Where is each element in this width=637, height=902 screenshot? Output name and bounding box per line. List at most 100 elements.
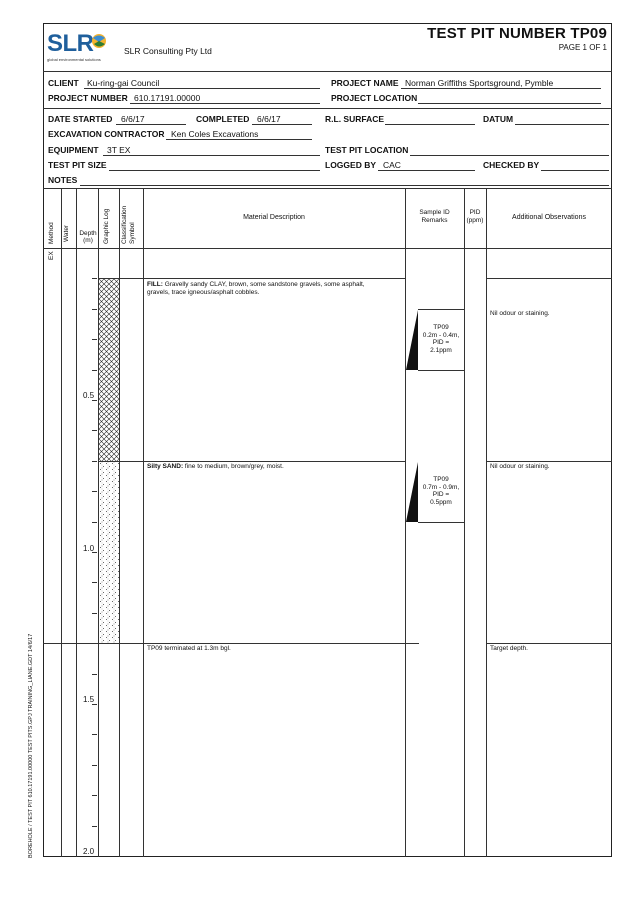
col-line	[98, 188, 99, 857]
page-number: PAGE 1 OF 1	[558, 43, 607, 52]
underline	[515, 124, 609, 125]
depth-tick	[92, 795, 97, 797]
col-header-material: Material Description	[243, 214, 305, 221]
sample-tp09-a: TP09 0.2m - 0.4m, PID = 2.1ppm	[418, 324, 464, 354]
logo-text: SLR	[47, 30, 94, 57]
depth-tick	[92, 308, 97, 310]
depth-label: 1.5	[83, 695, 95, 704]
sample-header-line1: Sample ID	[419, 209, 450, 216]
col-line	[464, 188, 465, 857]
depth-tick	[92, 612, 97, 614]
depth-tick	[92, 521, 97, 523]
project-number-label: PROJECT NUMBER	[48, 93, 128, 103]
depth-tick	[92, 491, 97, 493]
col-header-depth: Depth (m)	[78, 230, 98, 244]
depth-tick	[92, 673, 97, 675]
depth-label: 0.5	[83, 391, 95, 400]
completed-value: 6/6/17	[257, 114, 281, 124]
equipment-label: EQUIPMENT	[48, 145, 99, 155]
row-line	[98, 278, 143, 279]
sample-range: 0.2m - 0.4m,	[422, 331, 460, 339]
pid-header-line1: PID	[469, 209, 481, 216]
depth-tick	[92, 704, 97, 705]
underline	[80, 185, 609, 186]
contractor-label: EXCAVATION CONTRACTOR	[48, 129, 165, 139]
layer-type: Silty SAND:	[147, 463, 184, 470]
page-title: TEST PIT NUMBER TP09	[427, 25, 607, 42]
observation-sand: Nil odour or staining.	[490, 463, 550, 470]
client-label: CLIENT	[48, 78, 79, 88]
sample-marker-icon	[406, 462, 418, 522]
test-pit-size-label: TEST PIT SIZE	[48, 160, 107, 170]
project-name-label: PROJECT NAME	[331, 78, 399, 88]
underline	[166, 139, 312, 140]
col-line	[119, 188, 120, 857]
col-header-water: Water	[63, 224, 70, 242]
depth-tick	[92, 400, 97, 401]
underline	[103, 155, 320, 156]
sample-header-line2: Remarks	[421, 217, 448, 224]
layer-text: TP09 terminated at 1.3m bgl.	[147, 645, 231, 652]
underline	[418, 103, 601, 104]
sample-pid: 2.1ppm	[430, 346, 452, 354]
layer-text: Gravelly sandy CLAY, brown, some sandsto…	[162, 281, 365, 288]
sample-pid: 0.5ppm	[430, 498, 452, 506]
company-logo: SLR	[47, 30, 94, 58]
logo-tagline: global environmental solutions	[47, 57, 101, 62]
col-line	[143, 188, 144, 857]
company-name: SLR Consulting Pty Ltd	[124, 46, 212, 56]
depth-label: 2.0	[83, 847, 95, 856]
sample-id: TP09	[433, 324, 449, 331]
sample-box-line	[418, 522, 464, 523]
depth-tick	[92, 552, 97, 553]
underline	[378, 170, 475, 171]
layer-description-fill: FILL: Gravelly sandy CLAY, brown, some s…	[147, 281, 402, 296]
col-header-observations: Additional Observations	[512, 214, 586, 221]
layer-text: fine to medium, brown/grey, moist.	[183, 463, 284, 470]
col-header-sample: Sample ID Remarks	[405, 209, 464, 225]
depth-tick	[92, 369, 97, 371]
layer-boundary	[486, 643, 612, 644]
equipment-value: 3T EX	[107, 145, 131, 155]
underline	[116, 124, 186, 125]
underline	[252, 124, 312, 125]
sand-dot-pattern	[99, 462, 119, 643]
col-line	[405, 188, 406, 857]
col-header-classification: Classification	[121, 205, 128, 244]
sample-pid-label: PID =	[432, 491, 450, 498]
col-header-symbol: Symbol	[129, 222, 136, 244]
datum-label: DATUM	[483, 114, 514, 124]
observation-termination: Target depth.	[490, 645, 528, 652]
depth-tick	[92, 460, 97, 462]
divider	[43, 71, 612, 72]
sample-tp09-b: TP09 0.7m - 0.9m, PID = 0.5ppm	[418, 476, 464, 506]
depth-header-line2: (m)	[83, 237, 93, 244]
header-row-divider	[43, 248, 612, 249]
test-pit-location-label: TEST PIT LOCATION	[325, 145, 409, 155]
sample-pid-label: PID =	[432, 339, 450, 346]
layer-boundary	[98, 461, 405, 462]
layer-text-cont: gravels, trace igneous/asphalt cobbles.	[147, 288, 260, 296]
logged-by-value: CAC	[383, 160, 401, 170]
underline	[84, 88, 320, 89]
depth-tick	[92, 430, 97, 432]
depth-tick	[92, 734, 97, 736]
col-line	[76, 188, 77, 857]
date-started-value: 6/6/17	[121, 114, 145, 124]
col-line	[486, 188, 487, 857]
col-header-method: Method	[48, 222, 55, 244]
client-value: Ku-ring-gai Council	[87, 78, 160, 88]
pid-header-line2: (ppm)	[466, 217, 484, 224]
project-number-value: 610.17191.00000	[134, 93, 201, 103]
depth-tick	[92, 582, 97, 584]
sample-box-line	[418, 309, 464, 310]
depth-tick	[92, 339, 97, 341]
underline	[130, 103, 320, 104]
divider	[43, 188, 612, 189]
depth-tick	[92, 825, 97, 827]
underline	[541, 170, 609, 171]
method-value: EX	[48, 251, 55, 260]
underline	[385, 124, 475, 125]
project-name-value: Norman Griffiths Sportsground, Pymble	[405, 78, 554, 88]
depth-header-line1: Depth	[79, 230, 97, 237]
